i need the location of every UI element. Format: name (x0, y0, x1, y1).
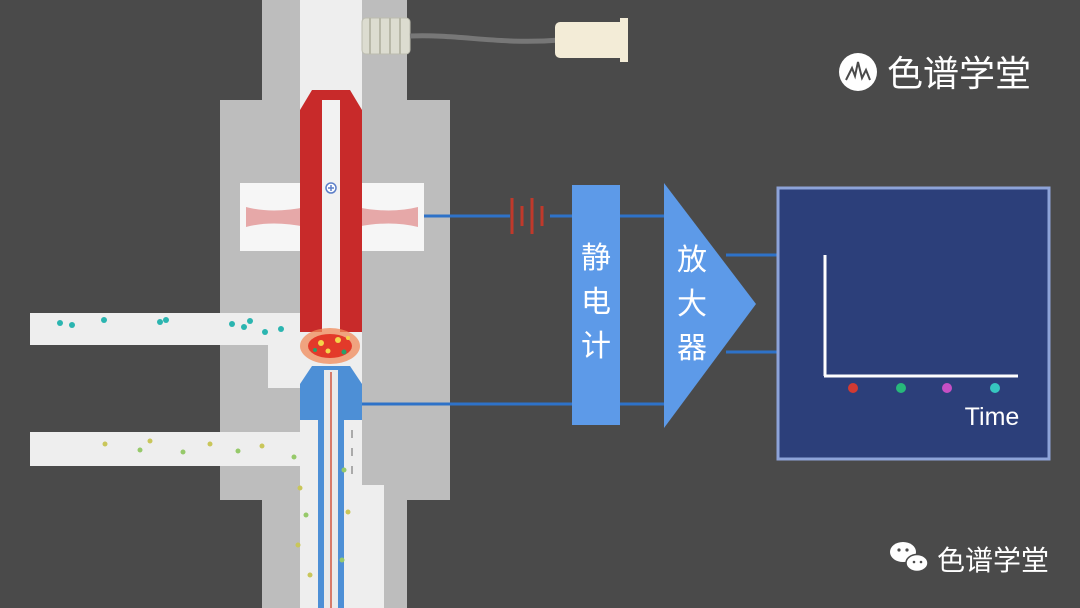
watermark-top-text: 色谱学堂 (887, 54, 1031, 95)
amplifier-char: 放 (677, 243, 707, 278)
recorder: Time (776, 186, 1051, 461)
watermark-bottom-text: 色谱学堂 (937, 544, 1049, 577)
electrometer-char: 计 (581, 329, 611, 364)
electrometer-char: 静 (581, 241, 611, 276)
amplifier-char: 大 (677, 287, 707, 322)
amplifier: 放 大 器 (664, 183, 756, 428)
peak-dot-red (848, 383, 858, 393)
particles-lower (102, 438, 351, 578)
particles-upper (57, 317, 284, 335)
wechat-icon (890, 542, 929, 573)
peak-dot-green (896, 383, 906, 393)
logo-icon (839, 53, 877, 91)
watermark-bottom: 色谱学堂 (890, 542, 1049, 577)
peak-dot-cyan (990, 383, 1000, 393)
collector-electrode (300, 90, 362, 332)
flame (300, 328, 360, 364)
watermark-top: 色谱学堂 (839, 53, 1031, 95)
flame-jet (300, 366, 362, 608)
heater-coil (240, 183, 424, 251)
gas-inlet-lower (30, 432, 320, 466)
outlet-channel (352, 485, 384, 608)
amplifier-char: 器 (677, 331, 707, 366)
peak-dot-magenta (942, 383, 952, 393)
time-axis-label: Time (965, 403, 1020, 431)
top-fitting (361, 17, 628, 62)
wires (362, 214, 778, 406)
electrometer: 静 电 计 (572, 185, 620, 425)
electrometer-char: 电 (581, 285, 611, 320)
battery-icon (510, 198, 544, 234)
